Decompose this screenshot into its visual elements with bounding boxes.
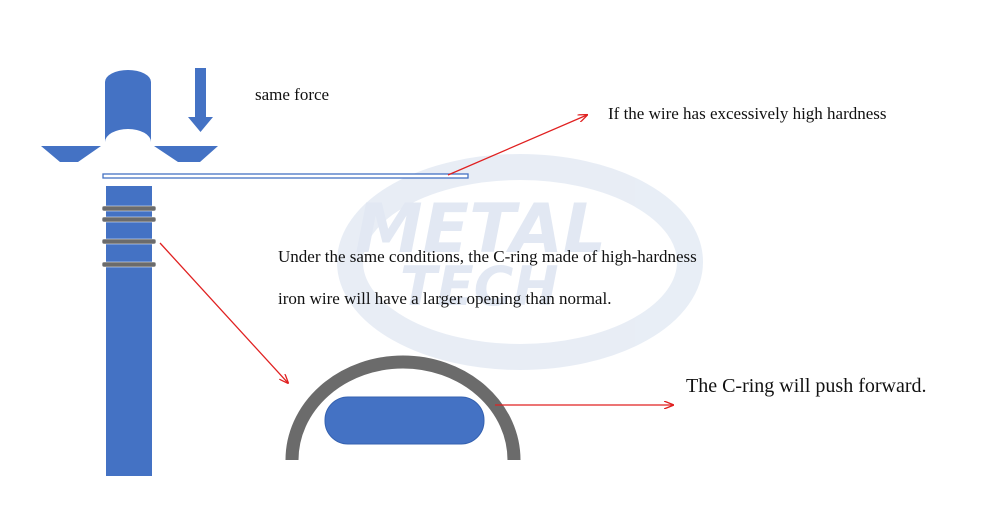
push-forward-label: The C-ring will push forward.: [686, 375, 927, 397]
watermark-text-tech: TECH: [400, 255, 559, 318]
wire-cross-section: [324, 396, 485, 445]
ring-detail-arrow: [159, 242, 288, 383]
punch-tool: [41, 70, 218, 162]
coil-ring: [101, 216, 157, 223]
coil-ring: [101, 205, 157, 212]
right-die-block: [154, 146, 218, 162]
conditions-text-line1: Under the same conditions, the C-ring ma…: [278, 247, 697, 266]
thin-wire: [102, 173, 469, 179]
conditions-text-line2: iron wire will have a larger opening tha…: [278, 289, 611, 308]
c-ring-detail: [285, 355, 521, 461]
same-force-label: same force: [255, 85, 329, 104]
left-die-block: [41, 146, 101, 162]
force-arrow: [188, 68, 213, 132]
watermark-logo: METAL TECH: [337, 154, 703, 370]
coil-ring: [101, 238, 157, 245]
hardness-label: If the wire has excessively high hardnes…: [608, 104, 887, 123]
hardness-arrow: [447, 115, 587, 176]
mandrel-rod: [101, 186, 157, 476]
coil-ring: [101, 261, 157, 268]
watermark-text-metal: METAL: [355, 190, 606, 269]
